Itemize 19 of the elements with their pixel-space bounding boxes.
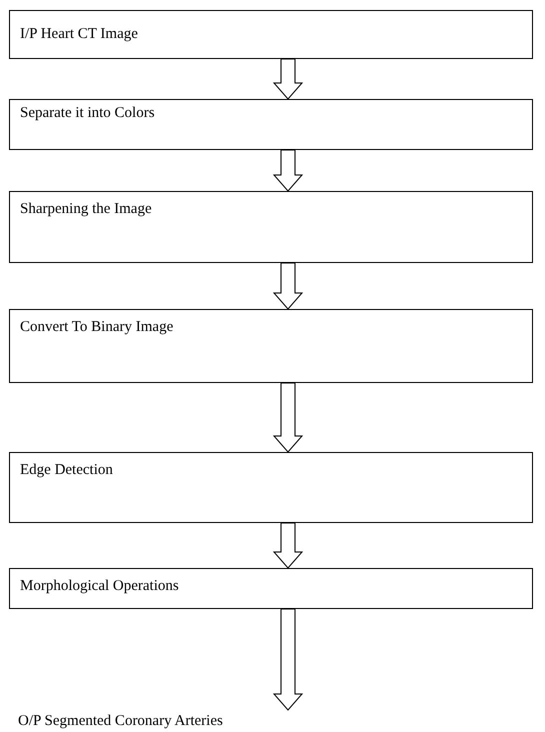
hollow-arrow: [272, 382, 304, 453]
process-box: [9, 99, 533, 150]
step-label: Sharpening the Image: [20, 201, 152, 218]
process-box: [9, 452, 533, 523]
process-box: [9, 10, 533, 59]
step-label: Convert To Binary Image: [20, 319, 174, 336]
hollow-arrow: [272, 608, 304, 711]
process-box: [9, 191, 533, 263]
process-box: [9, 568, 533, 609]
hollow-arrow: [272, 150, 304, 192]
output-label: O/P Segmented Coronary Arteries: [18, 713, 223, 730]
hollow-arrow: [272, 262, 304, 310]
process-box: [9, 309, 533, 383]
step-label: Morphological Operations: [20, 578, 179, 595]
hollow-arrow: [272, 58, 304, 100]
hollow-arrow: [272, 522, 304, 569]
step-label: Edge Detection: [20, 462, 113, 479]
step-label: I/P Heart CT Image: [20, 26, 138, 43]
step-label: Separate it into Colors: [20, 105, 155, 122]
